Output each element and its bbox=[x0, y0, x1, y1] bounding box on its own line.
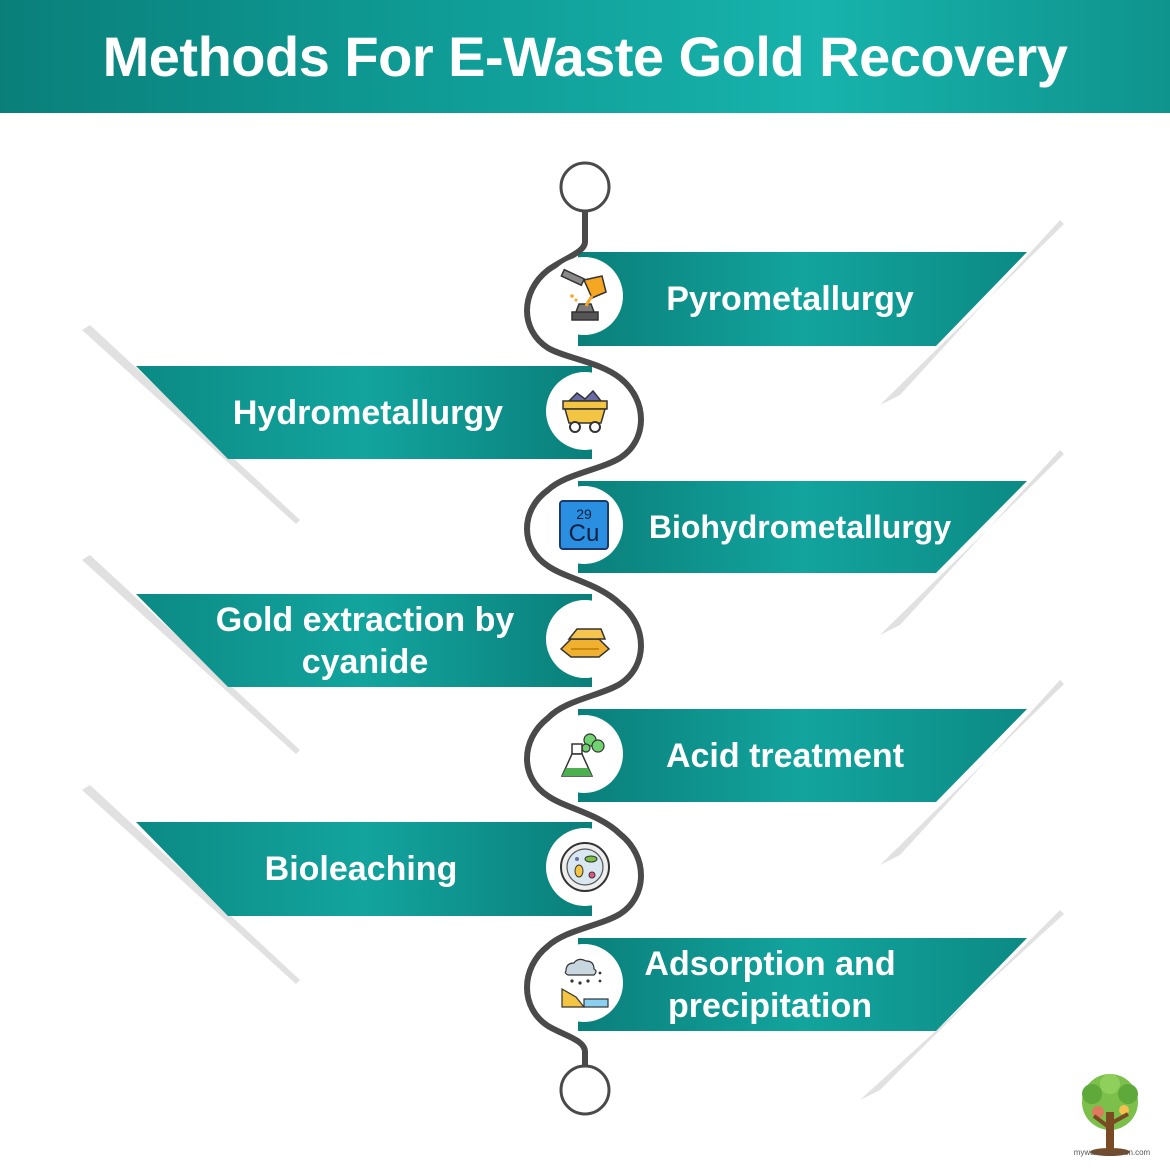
banner-biohydrometallurgy bbox=[578, 481, 1027, 573]
copper-element-icon: 29 Cu bbox=[559, 500, 609, 550]
method-label-bioleaching: Bioleaching bbox=[264, 850, 458, 888]
timeline-start-node bbox=[559, 161, 611, 213]
pouring-crucible-icon bbox=[560, 268, 607, 321]
timeline-end-node bbox=[559, 1064, 611, 1116]
icon-disc-biohydrometallurgy: 29 Cu bbox=[545, 486, 623, 564]
flask-icon bbox=[560, 733, 605, 777]
icon-disc-acid-treatment bbox=[545, 715, 623, 793]
method-label-pyrometallurgy: Pyrometallurgy bbox=[666, 280, 914, 318]
method-label-adsorption: Adsorption and precipitation bbox=[644, 944, 896, 1025]
mine-cart-icon bbox=[562, 389, 608, 433]
method-label-acid-treatment: Acid treatment bbox=[665, 736, 905, 775]
page-title: Methods For E-Waste Gold Recovery bbox=[102, 25, 1068, 88]
banner-adsorption bbox=[578, 938, 1027, 1031]
banner-pyrometallurgy bbox=[578, 252, 1027, 346]
icon-disc-hydrometallurgy bbox=[546, 372, 624, 450]
icon-disc-adsorption bbox=[545, 944, 623, 1022]
header-banner bbox=[0, 0, 1170, 113]
element-symbol: Cu bbox=[569, 520, 600, 547]
icon-disc-bioleaching bbox=[546, 828, 624, 906]
icon-disc-cyanide bbox=[546, 600, 624, 678]
connector-line bbox=[524, 212, 644, 1066]
method-label-hydrometallurgy: Hydrometallurgy bbox=[232, 393, 504, 432]
brand-logo-text: mywastesolution.com bbox=[1073, 1148, 1151, 1157]
petri-dish-icon bbox=[560, 842, 610, 892]
banner-hydrometallurgy bbox=[136, 366, 592, 459]
method-label-biohydrometallurgy: Biohydrometallurgy bbox=[648, 509, 952, 545]
banner-shadows bbox=[82, 220, 1064, 1100]
method-label-cyanide: Gold extraction by cyanide bbox=[215, 600, 515, 681]
banner-bioleaching bbox=[136, 822, 592, 916]
element-number: 29 bbox=[576, 506, 592, 522]
banner-acid-treatment bbox=[578, 709, 1027, 802]
rain-landscape-icon bbox=[561, 958, 609, 1008]
banner-cyanide bbox=[136, 594, 592, 687]
brand-logo bbox=[1082, 1074, 1138, 1156]
gold-bars-icon bbox=[559, 628, 611, 658]
icon-disc-pyrometallurgy bbox=[545, 257, 623, 335]
